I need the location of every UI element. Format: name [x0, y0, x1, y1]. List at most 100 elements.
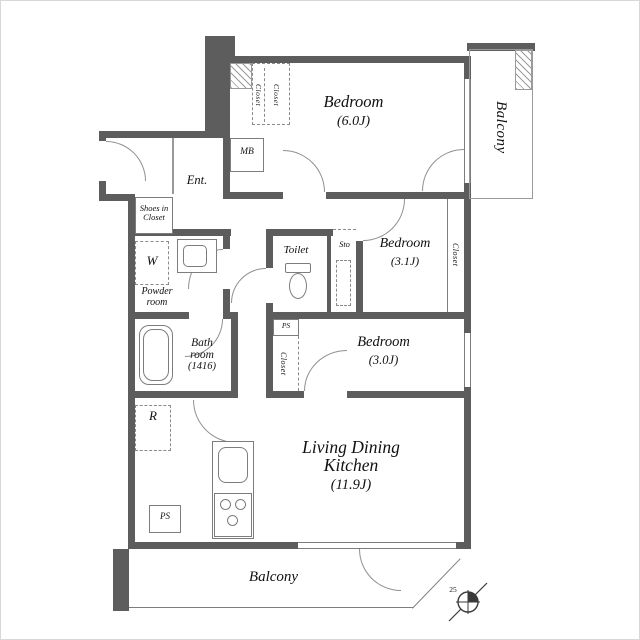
toilet-label: Toilet — [283, 244, 309, 256]
door-swing-bedroom6 — [283, 150, 325, 192]
wall-left-step — [99, 194, 135, 201]
window-ldk-balcony — [298, 542, 456, 549]
vanity-bowl-icon — [183, 245, 207, 267]
wall-left-main — [128, 194, 135, 549]
washer-space — [135, 241, 169, 285]
wall-bedroom30-bottom-b — [347, 391, 464, 398]
shoes-closet-line1: Shoes in — [139, 203, 169, 213]
balcony-partition-hatch — [515, 50, 532, 90]
door-swing-bedroom6-balcony — [422, 149, 464, 191]
wall-bath-right — [231, 319, 238, 391]
wall-toilet-storage — [327, 236, 331, 312]
wall-bedroom6-bottom-b — [326, 192, 464, 199]
wall-bedroom30-bottom-a — [266, 391, 304, 398]
storage-sto-label: Sto — [339, 239, 350, 249]
wall-bedroom30-closet-left — [266, 319, 273, 391]
bedroom31-closet-label: Closet — [451, 243, 460, 267]
compass-icon — [448, 582, 488, 622]
bedroom6-closet-label-a: Closet — [254, 68, 265, 122]
meter-box-label: MB — [240, 147, 254, 157]
balcony-bottom-label: Balcony — [248, 569, 299, 585]
wall-upper-left-vertical — [205, 56, 212, 138]
duct-hatch-icon — [230, 63, 252, 89]
ldk-line1: Living Dining — [302, 437, 400, 457]
burner-icon — [235, 499, 246, 510]
wall-left-upper-b — [99, 181, 106, 201]
entrance-step-line — [172, 138, 174, 194]
bath-line2: room — [190, 349, 214, 362]
wall-bedroom31-left — [356, 241, 363, 319]
fridge-space — [135, 405, 171, 451]
kitchen-sink-icon — [218, 447, 248, 483]
wall-balcony-right-top — [467, 43, 535, 51]
door-swing-bedroom31 — [363, 199, 405, 241]
pipe-space-upper-label: PS — [281, 321, 291, 330]
wall-toilet-left-a — [266, 236, 273, 268]
wall-right-lower — [464, 387, 471, 549]
wall-corridor-powder-b — [223, 289, 230, 312]
wall-bottom-right — [456, 542, 471, 549]
bathtub-inner-icon — [143, 329, 169, 381]
bedroom31-closet: Closet — [447, 199, 464, 312]
wall-corridor-powder-a — [223, 236, 230, 249]
bath-label: Bath room (1416) — [177, 337, 227, 372]
bedroom6-closet: Closet Closet — [252, 63, 290, 125]
wall-bottom-left — [128, 542, 298, 549]
storage-shelf-icon — [336, 260, 351, 306]
bath-line1: Bath — [191, 337, 213, 349]
wall-mid-b — [223, 312, 238, 319]
fridge-label: R — [149, 408, 157, 423]
door-swing-entrance — [106, 141, 146, 181]
powder-line1: Powder — [141, 286, 173, 297]
balcony-right-outline — [469, 49, 533, 199]
shoes-closet — [135, 197, 173, 234]
bedroom31-name: Bedroom — [379, 236, 431, 251]
balcony-right-label: Balcony — [493, 100, 509, 154]
toilet-bowl-icon — [289, 273, 307, 299]
bedroom30-closet: Closet — [273, 336, 299, 391]
bedroom30-closet-label: Closet — [279, 351, 288, 376]
wall-entrance-top — [99, 131, 212, 138]
bedroom6-closet-label-b: Closet — [272, 83, 281, 107]
powder-line2: room — [146, 296, 168, 308]
wall-bedroom6-bottom-a — [223, 192, 283, 199]
window-bedroom6-balcony — [464, 79, 471, 183]
washer-label: W — [146, 253, 158, 268]
wall-bedroom6-left — [223, 63, 230, 192]
kitchen-stove-icon — [214, 493, 252, 537]
compass-number: 25 — [449, 585, 457, 594]
shoes-closet-label: Shoes in Closet — [135, 204, 173, 222]
ldk-line2: Kitchen — [323, 455, 379, 476]
wall-powder-top — [135, 229, 231, 236]
pipe-space-lower-label: PS — [160, 511, 170, 521]
pipe-space-upper — [273, 319, 299, 336]
door-swing-ldk — [193, 400, 236, 443]
burner-icon — [220, 499, 231, 510]
bedroom31-area: (3.1J) — [390, 254, 420, 268]
wall-toilet-top — [266, 229, 333, 236]
wall-mid-a — [135, 312, 189, 319]
ldk-label: Living Dining Kitchen (11.9J) — [286, 438, 416, 493]
bedroom6-name: Bedroom — [323, 92, 384, 111]
shoes-closet-line2: Closet — [143, 211, 165, 222]
balcony-bottom-outline — [129, 549, 413, 608]
powder-room-label: Powder room — [125, 286, 189, 308]
bathtub-icon — [139, 325, 173, 385]
bedroom30-area: (3.0J) — [368, 353, 399, 367]
toilet-tank-icon — [285, 263, 311, 273]
ldk-area: (11.9J) — [330, 476, 372, 493]
meter-box — [230, 138, 264, 172]
burner-icon — [227, 515, 238, 526]
storage-sto: Sto — [333, 229, 356, 312]
wall-mid-c — [266, 312, 464, 319]
wall-bath-bottom — [135, 391, 238, 398]
vanity-icon — [177, 239, 217, 273]
wall-top — [205, 56, 471, 63]
entrance-label: Ent. — [186, 173, 208, 187]
bedroom6-area: (6.0J) — [336, 114, 371, 129]
wall-right-mid — [464, 183, 471, 333]
pipe-space-lower — [149, 505, 181, 533]
bedroom30-name: Bedroom — [357, 334, 410, 350]
bath-area: (1416) — [188, 361, 216, 373]
